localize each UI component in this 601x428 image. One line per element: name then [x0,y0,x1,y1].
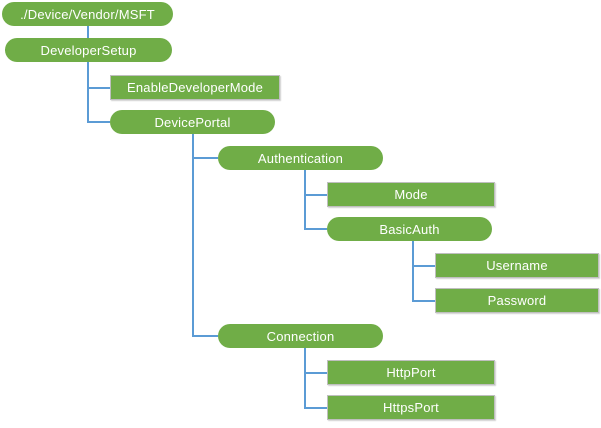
tree-node-label: Connection [266,328,335,344]
tree-node-username[interactable]: Username [435,253,599,278]
tree-node-enabledevelopermode[interactable]: EnableDeveloperMode [110,75,280,100]
tree-node-label: Username [486,258,548,273]
tree-node-password[interactable]: Password [435,288,599,313]
tree-node-authentication[interactable]: Authentication [218,146,383,170]
tree-node-deviceportal[interactable]: DevicePortal [110,110,275,134]
tree-node-root[interactable]: ./Device/Vendor/MSFT [2,2,173,26]
tree-node-mode[interactable]: Mode [327,182,495,207]
tree-node-label: ./Device/Vendor/MSFT [20,6,155,22]
connector-deviceportal-to-authentication [192,134,218,159]
tree-node-connection[interactable]: Connection [218,324,383,348]
tree-node-developersetup[interactable]: DeveloperSetup [5,38,172,62]
tree-node-label: EnableDeveloperMode [126,80,264,95]
tree-node-httpport[interactable]: HttpPort [327,360,495,385]
connector-authentication-to-basicauth [304,170,327,230]
tree-node-label: DeveloperSetup [40,42,137,58]
tree-node-label: HttpPort [386,365,436,380]
tree-node-httpsport[interactable]: HttpsPort [327,395,495,420]
connector-connection-to-httpport [304,348,327,374]
tree-node-label: DevicePortal [154,114,231,130]
tree-node-basicauth[interactable]: BasicAuth [327,217,492,241]
connector-developersetup-to-enabledevelopermode [87,62,110,89]
tree-node-label: Mode [394,187,428,202]
tree-node-label: HttpsPort [383,400,439,415]
tree-node-label: BasicAuth [379,221,440,237]
tree-node-label: Password [487,293,547,308]
connector-deviceportal-to-connection [192,134,218,337]
connector-basicauth-to-password [412,241,435,302]
tree-node-label: Authentication [257,150,344,166]
connector-authentication-to-mode [304,170,327,196]
connector-developersetup-to-deviceportal [87,62,110,123]
connector-basicauth-to-username [412,241,435,267]
connector-connection-to-httpsport [304,348,327,409]
